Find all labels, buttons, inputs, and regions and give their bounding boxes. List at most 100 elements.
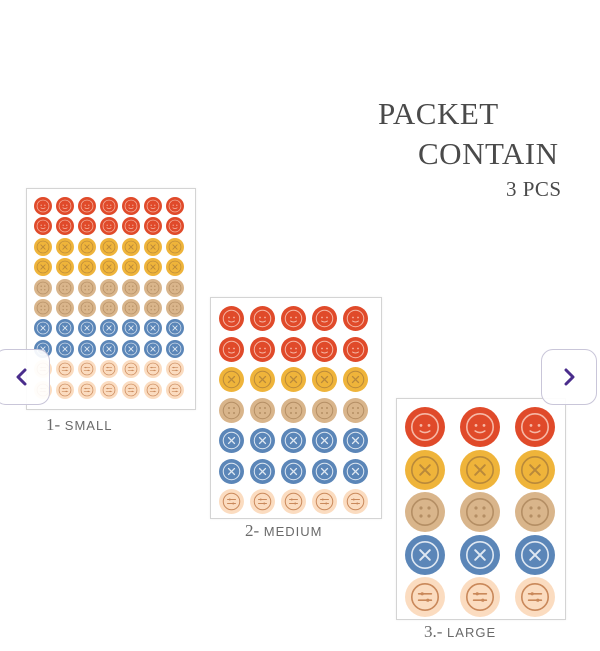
yellow-button-sticker-icon <box>144 237 162 256</box>
tan-button-sticker-icon <box>166 278 184 297</box>
title-line-contain: CONTAIN <box>418 136 559 171</box>
blue-button-sticker-icon <box>250 458 275 484</box>
tan-button-sticker-icon <box>281 397 306 423</box>
tan-button-sticker-icon <box>122 278 140 297</box>
chevron-left-icon <box>11 366 33 388</box>
blue-button-sticker-icon <box>281 428 306 453</box>
red-button-sticker-icon <box>250 306 275 331</box>
sticker-sheet-medium <box>210 297 382 519</box>
red-button-sticker-icon <box>166 217 184 236</box>
tan-button-sticker-icon <box>34 278 52 297</box>
red-button-sticker-icon <box>343 306 368 331</box>
peach-button-sticker-icon <box>56 380 74 399</box>
red-button-sticker-icon <box>312 306 337 331</box>
sticker-sheet-large <box>396 398 566 620</box>
peach-button-sticker-icon <box>78 380 96 399</box>
blue-button-sticker-icon <box>56 319 74 338</box>
red-button-sticker-icon <box>312 336 337 362</box>
red-button-sticker-icon <box>144 217 162 236</box>
peach-button-sticker-icon <box>405 577 445 617</box>
red-button-sticker-icon <box>100 197 118 215</box>
red-button-sticker-icon <box>166 197 184 215</box>
tan-button-sticker-icon <box>34 298 52 317</box>
red-button-sticker-icon <box>100 217 118 236</box>
red-button-sticker-icon <box>56 197 74 215</box>
red-button-sticker-icon <box>34 217 52 236</box>
caption-large: 3.- LARGE <box>424 622 496 642</box>
sticker-grid <box>34 197 184 399</box>
yellow-button-sticker-icon <box>34 258 52 277</box>
red-button-sticker-icon <box>219 336 244 362</box>
peach-button-sticker-icon <box>78 360 96 379</box>
yellow-button-sticker-icon <box>166 237 184 256</box>
yellow-button-sticker-icon <box>312 367 337 392</box>
red-button-sticker-icon <box>250 336 275 362</box>
blue-button-sticker-icon <box>281 458 306 484</box>
blue-button-sticker-icon <box>56 339 74 358</box>
blue-button-sticker-icon <box>250 428 275 453</box>
red-button-sticker-icon <box>122 217 140 236</box>
tan-button-sticker-icon <box>56 278 74 297</box>
blue-button-sticker-icon <box>312 428 337 453</box>
caption-label: MEDIUM <box>263 524 323 539</box>
tan-button-sticker-icon <box>144 298 162 317</box>
previous-button[interactable] <box>0 349 50 405</box>
tan-button-sticker-icon <box>56 298 74 317</box>
yellow-button-sticker-icon <box>281 367 306 392</box>
blue-button-sticker-icon <box>34 319 52 338</box>
yellow-button-sticker-icon <box>515 449 555 490</box>
tan-button-sticker-icon <box>460 492 500 532</box>
red-button-sticker-icon <box>515 407 555 447</box>
yellow-button-sticker-icon <box>100 258 118 277</box>
tan-button-sticker-icon <box>100 298 118 317</box>
red-button-sticker-icon <box>144 197 162 215</box>
red-button-sticker-icon <box>78 197 96 215</box>
blue-button-sticker-icon <box>78 339 96 358</box>
yellow-button-sticker-icon <box>250 367 275 392</box>
yellow-button-sticker-icon <box>34 237 52 256</box>
caption-number: 2- <box>245 521 260 540</box>
peach-button-sticker-icon <box>122 360 140 379</box>
red-button-sticker-icon <box>34 197 52 215</box>
yellow-button-sticker-icon <box>343 367 368 392</box>
yellow-button-sticker-icon <box>122 237 140 256</box>
blue-button-sticker-icon <box>100 319 118 338</box>
peach-button-sticker-icon <box>312 489 337 514</box>
peach-button-sticker-icon <box>515 577 555 617</box>
blue-button-sticker-icon <box>343 458 368 484</box>
title-line-count: 3 PCS <box>506 177 562 201</box>
red-button-sticker-icon <box>343 336 368 362</box>
caption-small: 1- SMALL <box>46 415 112 435</box>
peach-button-sticker-icon <box>219 489 244 514</box>
tan-button-sticker-icon <box>343 397 368 423</box>
title-line-packet: PACKET <box>378 96 499 131</box>
yellow-button-sticker-icon <box>166 258 184 277</box>
blue-button-sticker-icon <box>219 458 244 484</box>
peach-button-sticker-icon <box>250 489 275 514</box>
red-button-sticker-icon <box>122 197 140 215</box>
next-button[interactable] <box>541 349 597 405</box>
yellow-button-sticker-icon <box>56 258 74 277</box>
yellow-button-sticker-icon <box>122 258 140 277</box>
blue-button-sticker-icon <box>166 339 184 358</box>
red-button-sticker-icon <box>78 217 96 236</box>
tan-button-sticker-icon <box>166 298 184 317</box>
blue-button-sticker-icon <box>166 319 184 338</box>
yellow-button-sticker-icon <box>78 258 96 277</box>
yellow-button-sticker-icon <box>78 237 96 256</box>
sticker-grid <box>405 407 555 617</box>
chevron-right-icon <box>558 366 580 388</box>
peach-button-sticker-icon <box>281 489 306 514</box>
tan-button-sticker-icon <box>515 492 555 532</box>
yellow-button-sticker-icon <box>100 237 118 256</box>
blue-button-sticker-icon <box>144 339 162 358</box>
red-button-sticker-icon <box>460 407 500 447</box>
blue-button-sticker-icon <box>460 534 500 575</box>
yellow-button-sticker-icon <box>219 367 244 392</box>
blue-button-sticker-icon <box>144 319 162 338</box>
peach-button-sticker-icon <box>166 360 184 379</box>
blue-button-sticker-icon <box>122 339 140 358</box>
tan-button-sticker-icon <box>122 298 140 317</box>
tan-button-sticker-icon <box>405 492 445 532</box>
yellow-button-sticker-icon <box>144 258 162 277</box>
